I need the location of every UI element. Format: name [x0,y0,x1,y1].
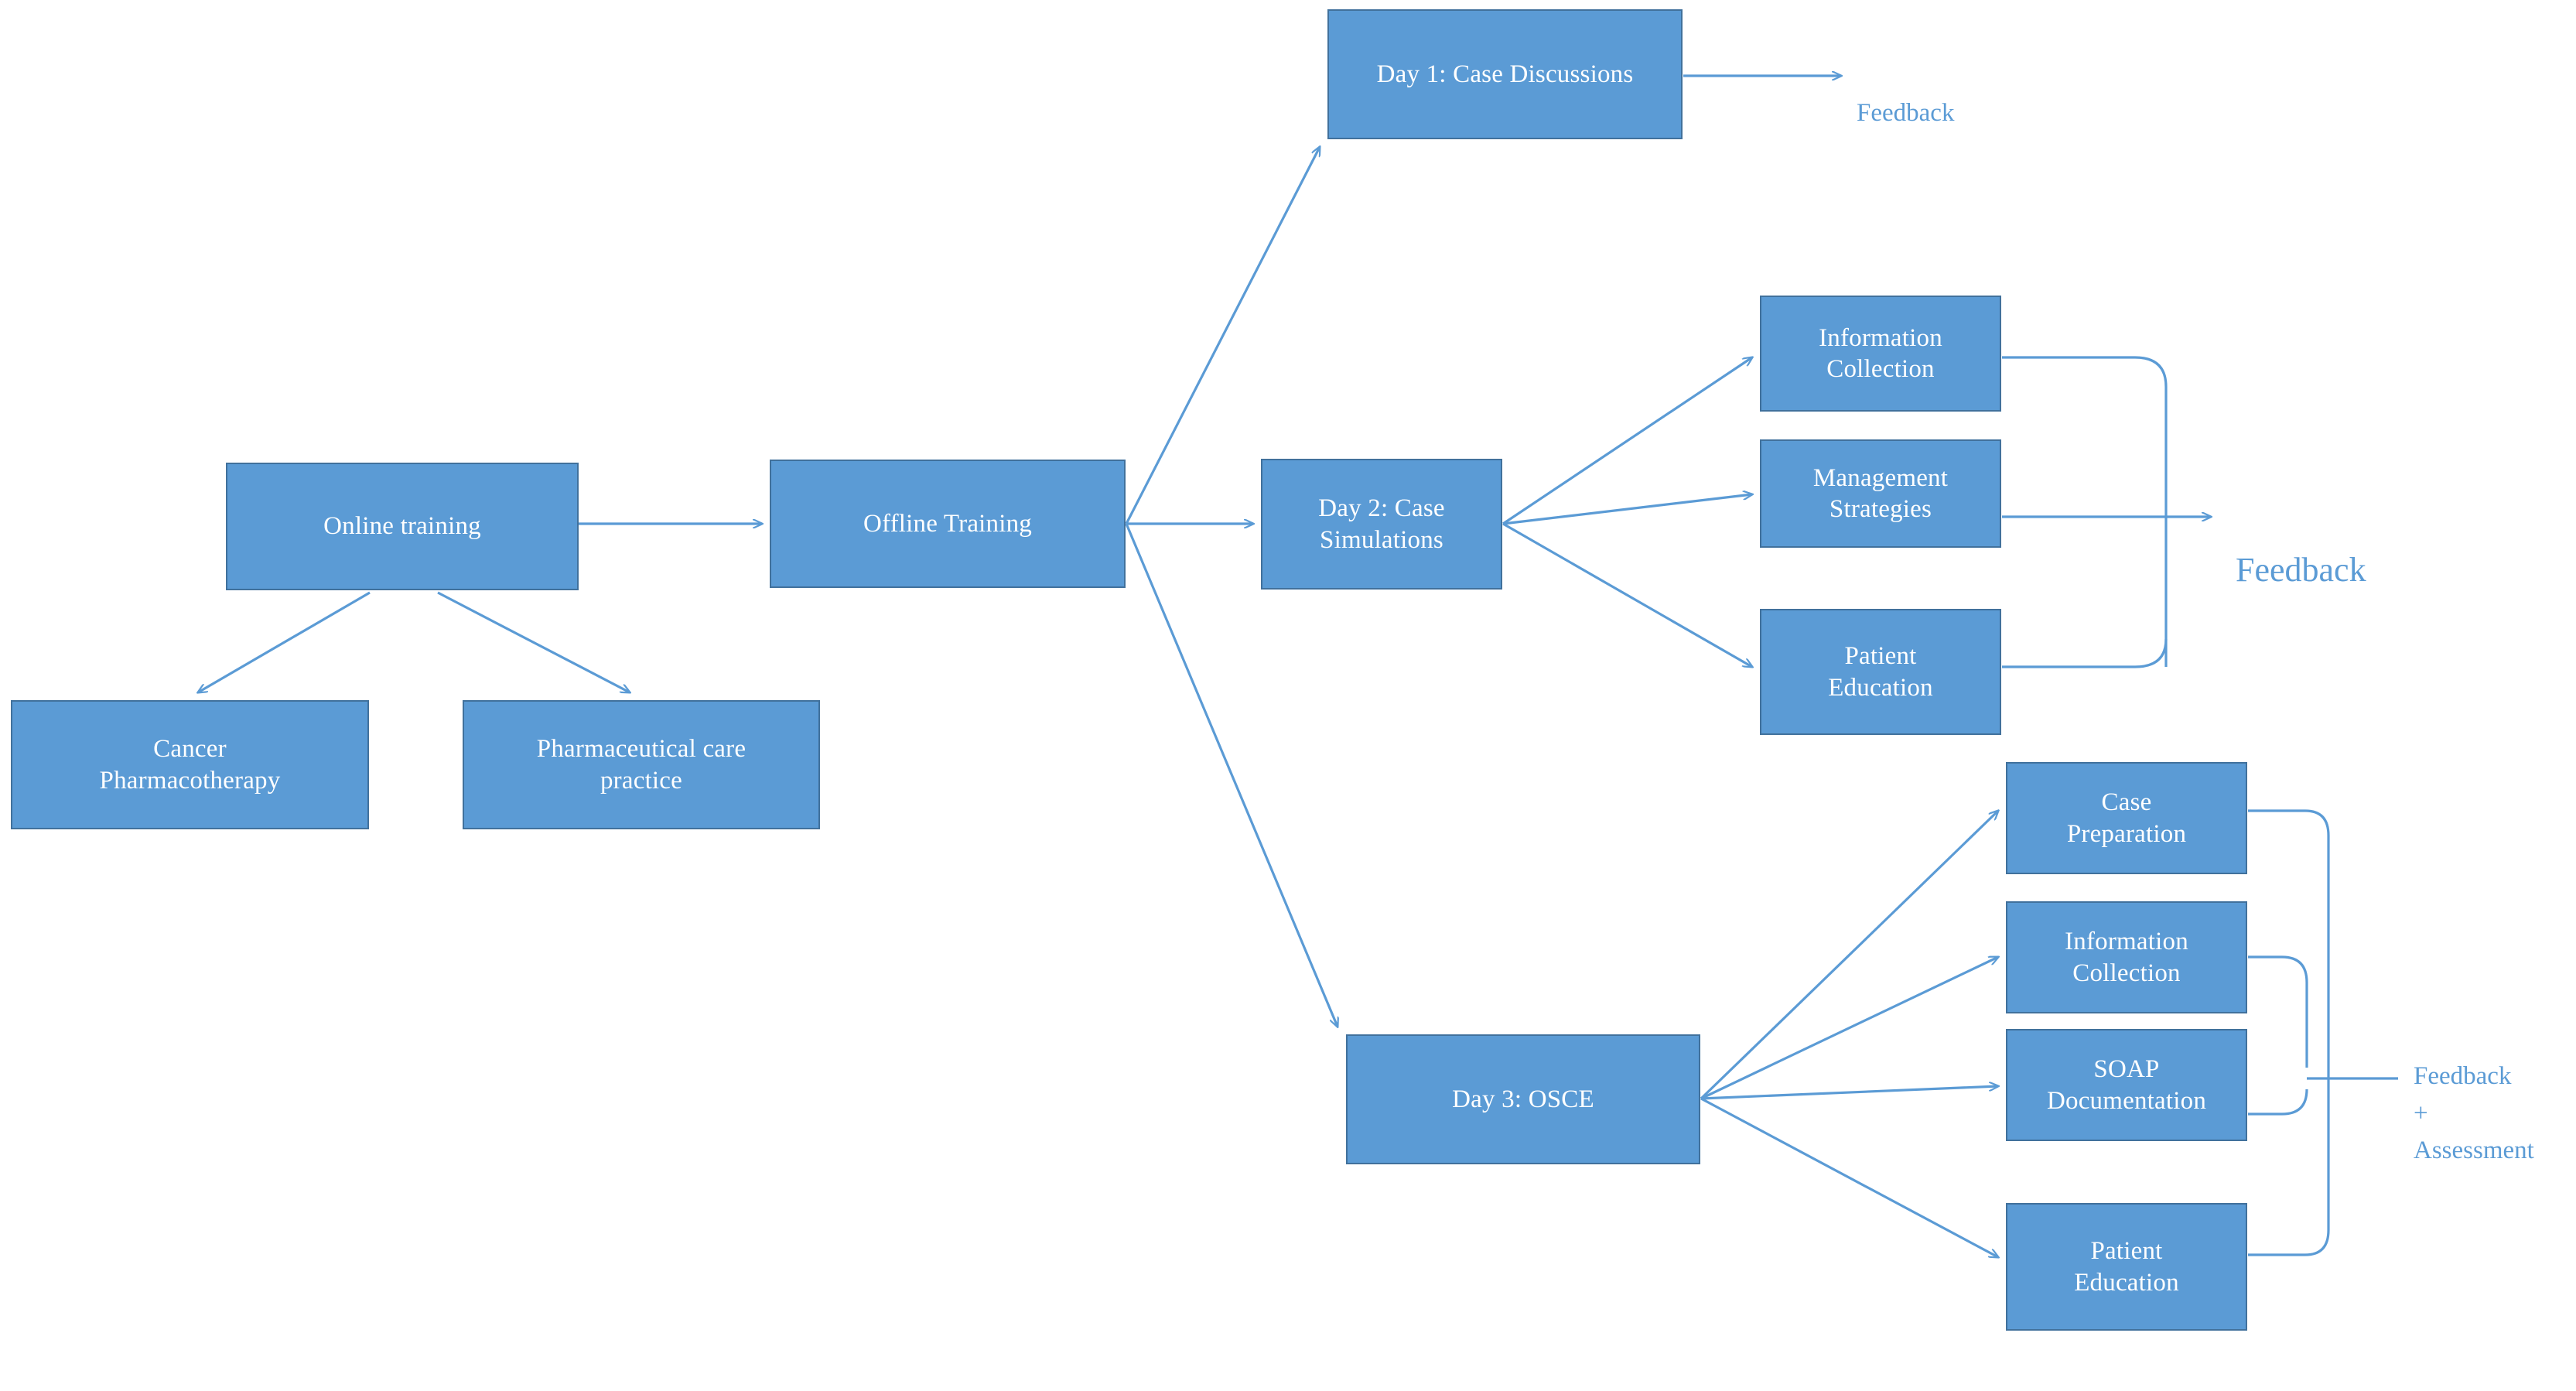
label-feedback-day2: Feedback [2236,496,2366,595]
node-cancer-pharmacotherapy[interactable]: Cancer Pharmacotherapy [11,700,369,829]
label-feedback-assessment-day3-text: Feedback + Assessment [2414,1061,2534,1164]
node-pharmaceutical-care-practice[interactable]: Pharmaceutical care practice [463,700,820,829]
node-offline-training[interactable]: Offline Training [770,460,1126,588]
node-d2-patient-education-label: Patient Education [1828,642,1933,702]
edge-day2-to-patient-education [1502,522,1752,667]
node-day3-label: Day 3: OSCE [1452,1085,1594,1113]
label-feedback-day2-text: Feedback [2236,550,2366,589]
edge-day3-to-soap [1700,1086,1998,1100]
node-day3-osce[interactable]: Day 3: OSCE [1346,1034,1700,1164]
edge-d3-soap-merge [2248,1089,2308,1116]
node-d3-information-collection[interactable]: Information Collection [2006,901,2247,1013]
edge-day3-to-case-prep [1700,811,1998,1100]
node-online-training[interactable]: Online training [226,463,579,590]
edge-d3-info-merge [2248,955,2308,1068]
node-pharmaceutical-care-practice-label: Pharmaceutical care practice [536,735,746,795]
node-d2-patient-education[interactable]: Patient Education [1760,609,2001,735]
label-feedback-day1-text: Feedback [1857,98,1955,127]
node-d3-case-preparation[interactable]: Case Preparation [2006,762,2247,874]
label-feedback-assessment-day3: Feedback + Assessment [2414,1021,2534,1169]
node-d2-information-collection-label: Information Collection [1819,323,1942,383]
node-d3-soap-documentation-label: SOAP Documentation [2046,1055,2207,1115]
node-offline-training-label: Offline Training [863,509,1033,538]
node-day1-case-discussions[interactable]: Day 1: Case Discussions [1327,9,1683,139]
node-d3-case-preparation-label: Case Preparation [2066,788,2187,848]
node-online-training-label: Online training [323,512,481,541]
label-feedback-day1: Feedback [1857,58,1954,132]
edge-d2-patient-merge [2002,638,2168,668]
node-cancer-pharmacotherapy-label: Cancer Pharmacotherapy [99,735,281,795]
node-d3-information-collection-label: Information Collection [2065,928,2188,987]
node-d3-soap-documentation[interactable]: SOAP Documentation [2006,1029,2247,1141]
edge-day3-to-info-collection [1700,957,1998,1100]
node-d3-patient-education-label: Patient Education [2074,1237,2179,1297]
edge-online-to-pharmcare [437,591,630,692]
edge-online-to-cancer [198,591,371,692]
edge-day2-to-management [1502,494,1752,525]
node-d2-management-strategies[interactable]: Management Strategies [1760,439,2001,548]
edge-day2-to-info-collection [1502,357,1752,525]
node-d2-information-collection[interactable]: Information Collection [1760,296,2001,412]
node-day1-label: Day 1: Case Discussions [1376,60,1634,88]
node-day2-case-simulations[interactable]: Day 2: Case Simulations [1261,459,1502,590]
edge-d2-info-merge [2002,356,2168,667]
edge-d3-outer-merge [2248,809,2330,1256]
node-day2-label: Day 2: Case Simulations [1318,494,1445,554]
edge-offline-to-day3 [1125,523,1338,1027]
edge-day3-to-patient-education [1700,1097,1998,1257]
node-d2-management-strategies-label: Management Strategies [1812,463,1949,523]
node-d3-patient-education[interactable]: Patient Education [2006,1203,2247,1331]
